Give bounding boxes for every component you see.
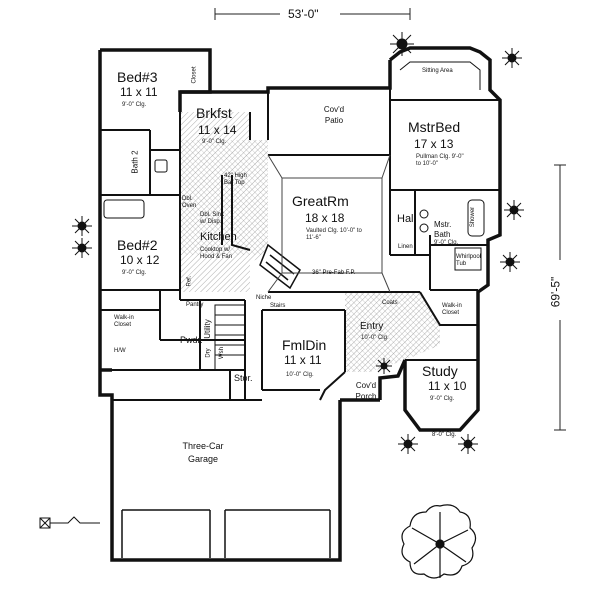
shower-label: Shower xyxy=(470,206,477,228)
mstr-bed-size: 17 x 13 xyxy=(414,137,454,151)
garage-doors xyxy=(121,509,331,558)
linen-label: Linen xyxy=(398,244,413,250)
hw-label: H/W xyxy=(114,348,126,354)
study-size: 11 x 10 xyxy=(428,379,467,393)
depth-dimension-line xyxy=(554,164,566,431)
bar-top-note: 42" High Bar Top xyxy=(224,173,247,187)
dbl-sink-note: Dbl. Sink w/ Disp. xyxy=(200,212,225,226)
mstr-bath-name: Mstr. Bath xyxy=(434,220,452,239)
pantry-label: Pantry xyxy=(186,302,204,308)
brkfst-name: Brkfst xyxy=(196,105,232,121)
great-rm-size: 18 x 18 xyxy=(305,211,345,225)
interior-walls xyxy=(100,88,500,401)
great-rm-name: GreatRm xyxy=(292,193,349,209)
cooktop-note: Cooktop w/ Hood & Fan xyxy=(200,247,233,261)
entry-name: Entry xyxy=(360,321,384,332)
bed2-name: Bed#2 xyxy=(117,237,158,253)
tub-label: Whirlpool Tub xyxy=(456,254,482,268)
dbl-oven-note: Dbl. Oven xyxy=(182,196,197,210)
study-ceiling: 9'-0" Clg. xyxy=(430,396,455,402)
closet-label: Closet xyxy=(191,66,198,84)
bed3-ceiling: 9'-0" Clg. xyxy=(122,102,147,108)
patio-name: Cov'd Patio xyxy=(323,105,345,126)
vaulted-ceiling-lines xyxy=(267,154,391,293)
walkin-left-label: Walk-in Closet xyxy=(114,315,134,329)
great-rm-ceiling: Vaulted Clg. 10'-0" to 11'-6" xyxy=(306,228,362,242)
hall-name: Hall xyxy=(397,213,416,225)
coats-label: Coats xyxy=(382,300,398,306)
depth-dimension-label: 69'-5" xyxy=(548,276,563,308)
walkin-right-label: Walk-in Closet xyxy=(442,303,462,317)
entry-ceiling: 10'-0" Clg. xyxy=(361,335,389,341)
width-dimension-line xyxy=(214,8,411,20)
garage-name: Three-Car Garage xyxy=(182,441,224,464)
fml-din-ceiling: 10'-0" Clg. xyxy=(286,372,314,378)
bed3-name: Bed#3 xyxy=(117,69,158,85)
bed2-size: 10 x 12 xyxy=(120,253,160,267)
ref-label: Ref. xyxy=(186,275,193,287)
bath2-name: Bath 2 xyxy=(130,150,140,174)
width-dimension-label: 53'-0" xyxy=(288,7,319,21)
fireplace xyxy=(259,243,301,290)
sitting-area-label: Sitting Area xyxy=(422,68,453,74)
bed2-ceiling: 9'-0" Clg. xyxy=(122,270,147,276)
utility-label: Utility xyxy=(202,319,212,339)
fireplace-note: 36" Pre-Fab F.P. xyxy=(312,270,356,276)
bed3-size: 11 x 11 xyxy=(120,85,158,99)
mstr-bed-ceiling: Pullman Clg. 9'-0" to 10'-0" xyxy=(416,154,464,168)
mstr-bed-name: MstrBed xyxy=(408,119,461,135)
niche-label: Niche xyxy=(256,295,272,301)
dryer-label: Dry xyxy=(205,348,212,358)
stor-label: Stor. xyxy=(234,373,253,383)
meter-symbol xyxy=(39,516,100,529)
fml-din-name: FmlDin xyxy=(282,337,327,353)
brkfst-ceiling: 9'-0" Clg. xyxy=(202,139,227,145)
exterior-walls xyxy=(98,46,502,562)
stairs xyxy=(214,304,246,371)
pwdr-label: Pwdr. xyxy=(180,335,203,345)
master-bath-fixtures xyxy=(419,199,485,271)
study-name: Study xyxy=(422,363,458,379)
tree xyxy=(401,504,477,579)
washer-label: Wsh xyxy=(219,347,225,359)
landscape-shrubs xyxy=(72,32,524,454)
master-bay xyxy=(399,61,481,90)
porch-name: Cov'd Porch xyxy=(355,381,377,402)
bath2-fixtures xyxy=(103,159,168,219)
stairs-label: Stairs xyxy=(270,303,286,309)
kitchen-name: Kitchen xyxy=(200,231,237,243)
brkfst-size: 11 x 14 xyxy=(198,123,237,137)
tiled-floor-areas xyxy=(180,112,440,372)
mstr-bath-ceiling: 9'-0" Clg. xyxy=(434,240,459,246)
fml-din-size: 11 x 11 xyxy=(284,353,322,367)
bay-ceiling-label: 8'-0" Clg. xyxy=(432,432,457,438)
